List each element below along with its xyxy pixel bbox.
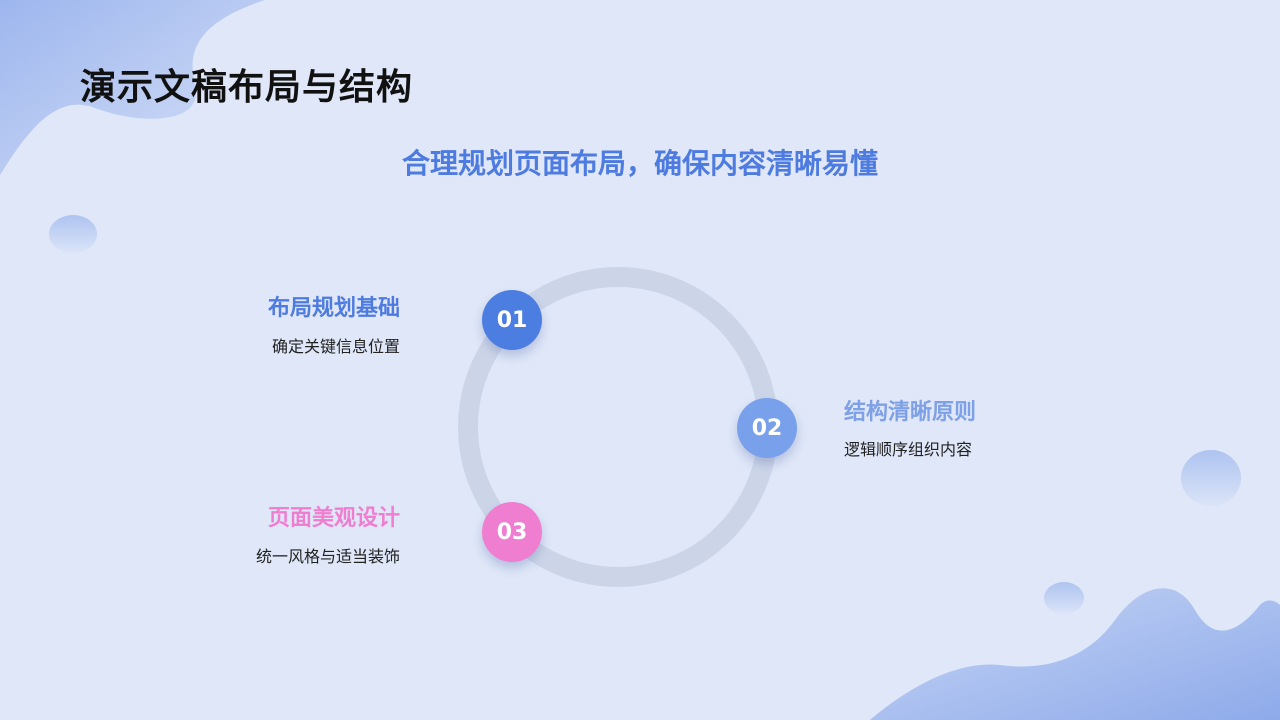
item-desc-layout-basics: 确定关键信息位置 — [271, 337, 400, 356]
step-badge-02: 02 — [737, 398, 797, 458]
bottom-dot — [1044, 582, 1084, 614]
bottom-right-blob — [870, 588, 1280, 720]
step-badge-01: 01 — [482, 290, 542, 350]
left-dot — [49, 215, 97, 253]
top-left-blob — [0, 0, 265, 175]
item-title-layout-basics: 布局规划基础 — [267, 296, 400, 321]
page-title: 演示文稿布局与结构 — [80, 67, 414, 108]
item-desc-structure-principle: 逻辑顺序组织内容 — [844, 440, 973, 459]
item-title-page-design: 页面美观设计 — [267, 506, 400, 531]
step-badge-03: 03 — [482, 502, 542, 562]
item-desc-page-design: 统一风格与适当装饰 — [255, 547, 400, 566]
item-title-structure-principle: 结构清晰原则 — [844, 400, 977, 425]
right-dot — [1181, 450, 1241, 506]
page-subtitle: 合理规划页面布局，确保内容清晰易懂 — [401, 147, 878, 180]
